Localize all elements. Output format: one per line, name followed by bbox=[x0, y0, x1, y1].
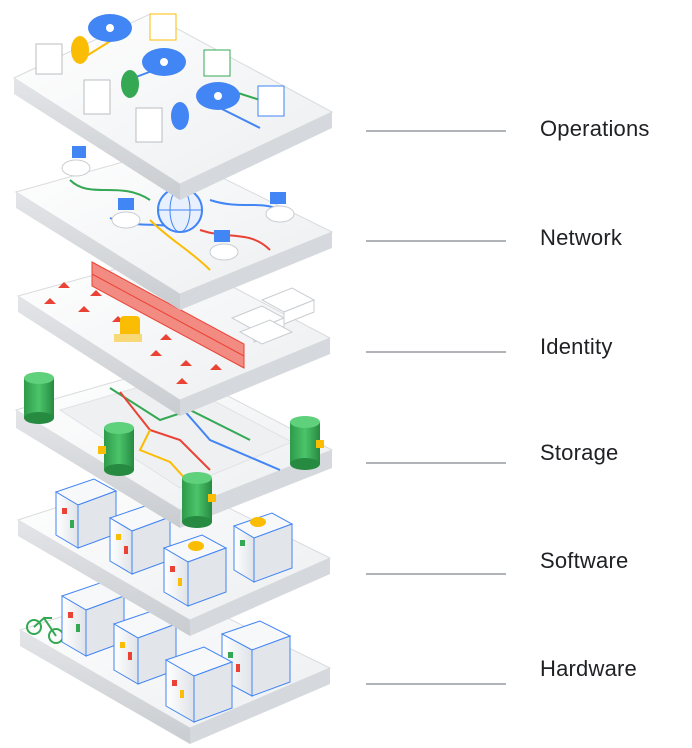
layer-label-hardware: Hardware bbox=[540, 656, 637, 681]
layer-label-network: Network bbox=[540, 225, 623, 250]
network-platform bbox=[14, 146, 334, 310]
storage-connections bbox=[109, 387, 281, 485]
leader-line-operations bbox=[366, 130, 506, 132]
layer-label-software: Software bbox=[540, 548, 629, 573]
leader-line-storage bbox=[366, 462, 506, 464]
operations-platform bbox=[12, 13, 334, 200]
workstations bbox=[230, 287, 316, 345]
status-badges bbox=[71, 36, 189, 130]
firewall-wall bbox=[91, 261, 245, 369]
hardware-platform bbox=[18, 582, 332, 744]
leader-line-identity bbox=[366, 351, 506, 353]
hardware-racks bbox=[60, 582, 292, 723]
storage-platform bbox=[14, 365, 334, 528]
key-icon bbox=[114, 316, 142, 342]
software-racks bbox=[54, 478, 294, 607]
leader-line-software bbox=[366, 573, 506, 575]
database-cylinders bbox=[24, 372, 324, 528]
red-arrows bbox=[44, 282, 222, 384]
layer-label-storage: Storage bbox=[540, 440, 619, 465]
document-panels bbox=[35, 13, 285, 143]
layer-label-identity: Identity bbox=[540, 334, 613, 359]
leader-line-hardware bbox=[366, 683, 506, 685]
identity-platform bbox=[16, 253, 332, 416]
laptop-icons bbox=[72, 146, 286, 242]
layer-label-operations: Operations bbox=[540, 116, 650, 141]
software-platform bbox=[16, 473, 332, 636]
cloud-icons bbox=[88, 14, 240, 110]
leader-line-network bbox=[366, 240, 506, 242]
cloud-nodes bbox=[61, 159, 295, 261]
